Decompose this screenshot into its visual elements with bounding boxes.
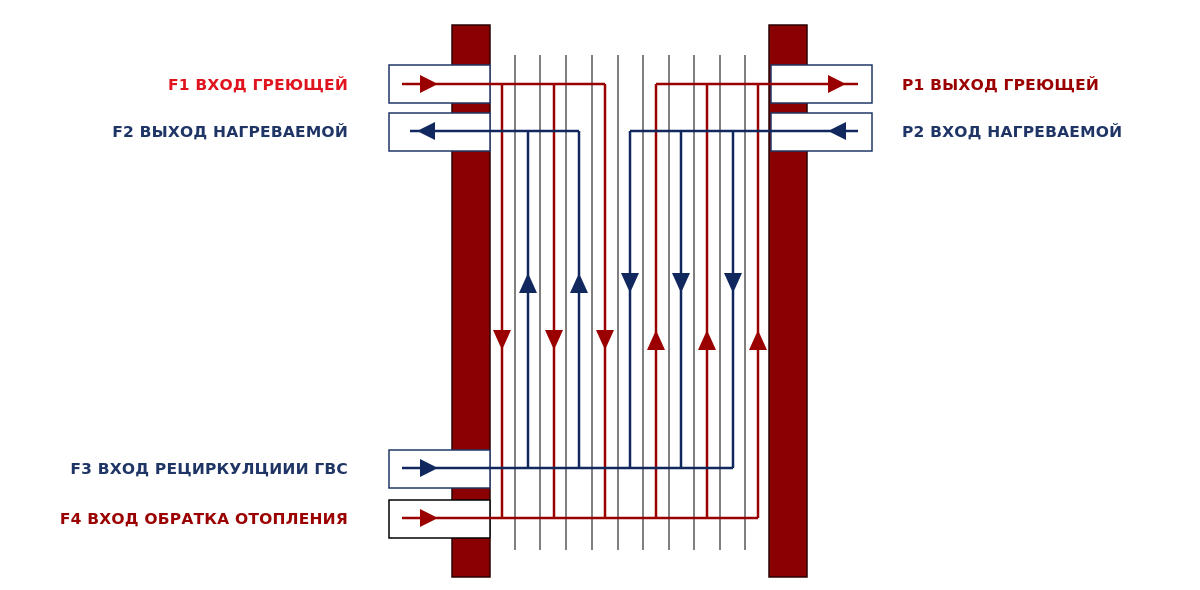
- label-f4: F4 ВХОД ОБРАТКА ОТОПЛЕНИЯ: [60, 510, 348, 528]
- label-f2: F2 ВЫХОД НАГРЕВАЕМОЙ: [112, 122, 348, 141]
- heating-up-arrow-icon: [698, 330, 716, 350]
- label-f3: F3 ВХОД РЕЦИРКУЛЦИИИ ГВС: [70, 460, 348, 478]
- label-f1: F1 ВХОД ГРЕЮЩЕЙ: [168, 75, 348, 94]
- f2-arrow-left-icon: [417, 122, 435, 140]
- heating-circuit: [402, 82, 858, 520]
- heating-up-arrow-icon: [749, 330, 767, 350]
- f4-arrow-right-icon: [420, 509, 438, 527]
- heating-down-arrow-icon: [493, 330, 511, 350]
- heated-circuit: [402, 129, 858, 470]
- left-frame-plate: [451, 24, 491, 578]
- heated-up-arrow-icon: [570, 273, 588, 293]
- f3-arrow-right-icon: [420, 459, 438, 477]
- heated-down-arrow-icon: [724, 273, 742, 293]
- plate-lines: [514, 55, 746, 550]
- right-frame-plate: [768, 24, 808, 578]
- heating-down-arrow-icon: [545, 330, 563, 350]
- heated-down-arrow-icon: [672, 273, 690, 293]
- p1-arrow-right-icon: [828, 75, 846, 93]
- f1-arrow-right-icon: [420, 75, 438, 93]
- heated-down-arrow-icon: [621, 273, 639, 293]
- heating-down-arrow-icon: [596, 330, 614, 350]
- p2-arrow-left-icon: [828, 122, 846, 140]
- heating-up-arrow-icon: [647, 330, 665, 350]
- heated-up-arrow-icon: [519, 273, 537, 293]
- label-p1: P1 ВЫХОД ГРЕЮЩЕЙ: [902, 75, 1099, 94]
- label-p2: P2 ВХОД НАГРЕВАЕМОЙ: [902, 122, 1122, 141]
